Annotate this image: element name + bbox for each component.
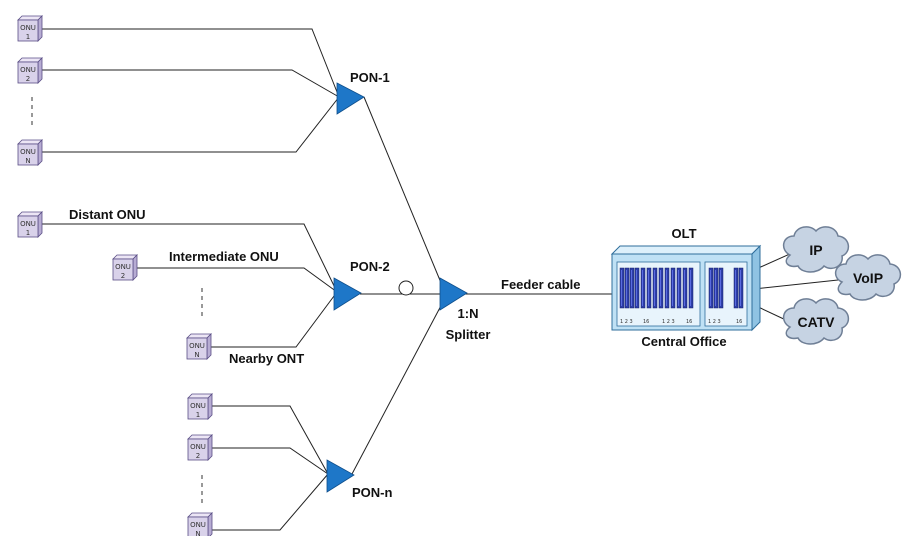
cloud-ip-label: IP xyxy=(809,242,822,258)
fiber-intermediate-pon2 xyxy=(137,267,338,293)
fiber-onu1-ponn xyxy=(212,405,329,475)
fiber-ponn-splitter xyxy=(351,299,445,475)
pon1-label: PON-1 xyxy=(350,70,390,85)
onu-g1-1-title: ONU xyxy=(20,24,36,32)
onu-intermediate-title: ONU xyxy=(115,263,131,271)
onu-g1-2: ONU 2 xyxy=(17,57,43,84)
onu-g1-n: ONU N xyxy=(17,139,43,166)
ponn-label: PON-n xyxy=(352,485,393,500)
onu-intermediate: ONU 2 xyxy=(112,254,138,281)
fiber-loop-icon xyxy=(398,280,414,296)
central-office-label: Central Office xyxy=(641,334,726,349)
onu-g3-n-title: ONU xyxy=(190,521,206,529)
fiber-pon1-splitter xyxy=(363,96,445,291)
onu-g3-2-title: ONU xyxy=(190,443,206,451)
fiber-onu1-pon1 xyxy=(42,28,340,98)
distant-onu-label: Distant ONU xyxy=(69,207,146,222)
fiber-distant-pon2 xyxy=(42,223,338,293)
olt-slot-numbers-mid: 1 2 3 xyxy=(662,319,675,325)
splitter-label: Splitter xyxy=(446,327,491,342)
olt-slot-numbers-right: 1 2 3 xyxy=(708,319,721,325)
onu-intermediate-number: 2 xyxy=(121,272,125,280)
cloud-ip: IP xyxy=(782,226,850,273)
onu-g3-n: ONU N xyxy=(187,512,213,536)
cloud-voip-label: VoIP xyxy=(853,270,883,286)
ont-nearby-number: N xyxy=(194,351,199,359)
olt-slot-numbers-left: 1 2 3 xyxy=(620,319,633,325)
ont-nearby: ONU N xyxy=(186,333,212,360)
cloud-voip: VoIP xyxy=(834,254,902,301)
link-olt-voip xyxy=(753,279,839,290)
ont-nearby-title: ONU xyxy=(189,342,205,350)
fiber-onu2-pon1 xyxy=(42,69,340,98)
onu-g1-1: ONU 1 xyxy=(17,15,43,42)
main-splitter-triangle xyxy=(439,277,468,311)
pon1-splitter-triangle xyxy=(336,82,365,115)
cloud-catv: CATV xyxy=(782,298,850,345)
intermediate-onu-label: Intermediate ONU xyxy=(169,249,279,264)
onu-g1-n-title: ONU xyxy=(20,148,36,156)
onu-g3-2-number: 2 xyxy=(196,452,200,460)
olt-slot-number-mid-end: 16 xyxy=(686,319,692,325)
onu-distant-title: ONU xyxy=(20,220,36,228)
fiber-onun-pon1 xyxy=(42,96,340,153)
onu-g1-2-number: 2 xyxy=(26,75,30,83)
olt-chassis: 1 2 3 16 1 2 3 16 1 2 3 16 xyxy=(610,244,762,332)
onu-distant: ONU 1 xyxy=(17,211,43,238)
olt-slot-number-end: 16 xyxy=(643,319,649,325)
onu-g3-1-title: ONU xyxy=(190,402,206,410)
onu-g3-1: ONU 1 xyxy=(187,393,213,420)
onu-distant-number: 1 xyxy=(26,229,30,237)
feeder-cable-label: Feeder cable xyxy=(501,277,581,292)
fiber-onun-ponn xyxy=(212,473,329,531)
olt-label: OLT xyxy=(671,226,696,241)
fiber-lines xyxy=(42,28,839,531)
pon2-splitter-triangle xyxy=(333,277,362,311)
onu-g1-n-number: N xyxy=(25,157,30,165)
cloud-catv-label: CATV xyxy=(797,314,835,330)
onu-g3-n-number: N xyxy=(195,530,200,536)
onu-g1-1-number: 1 xyxy=(26,33,30,41)
fiber-nearby-pon2 xyxy=(211,291,338,348)
ponn-splitter-triangle xyxy=(326,459,355,493)
olt-slot-number-right-end: 16 xyxy=(736,319,742,325)
onu-g3-2: ONU 2 xyxy=(187,434,213,461)
onu-g3-1-number: 1 xyxy=(196,411,200,419)
nearby-ont-label: Nearby ONT xyxy=(229,351,304,366)
splitter-ratio-label: 1:N xyxy=(458,306,479,321)
fiber-onu2-ponn xyxy=(212,447,329,475)
onu-g1-2-title: ONU xyxy=(20,66,36,74)
pon2-label: PON-2 xyxy=(350,259,390,274)
